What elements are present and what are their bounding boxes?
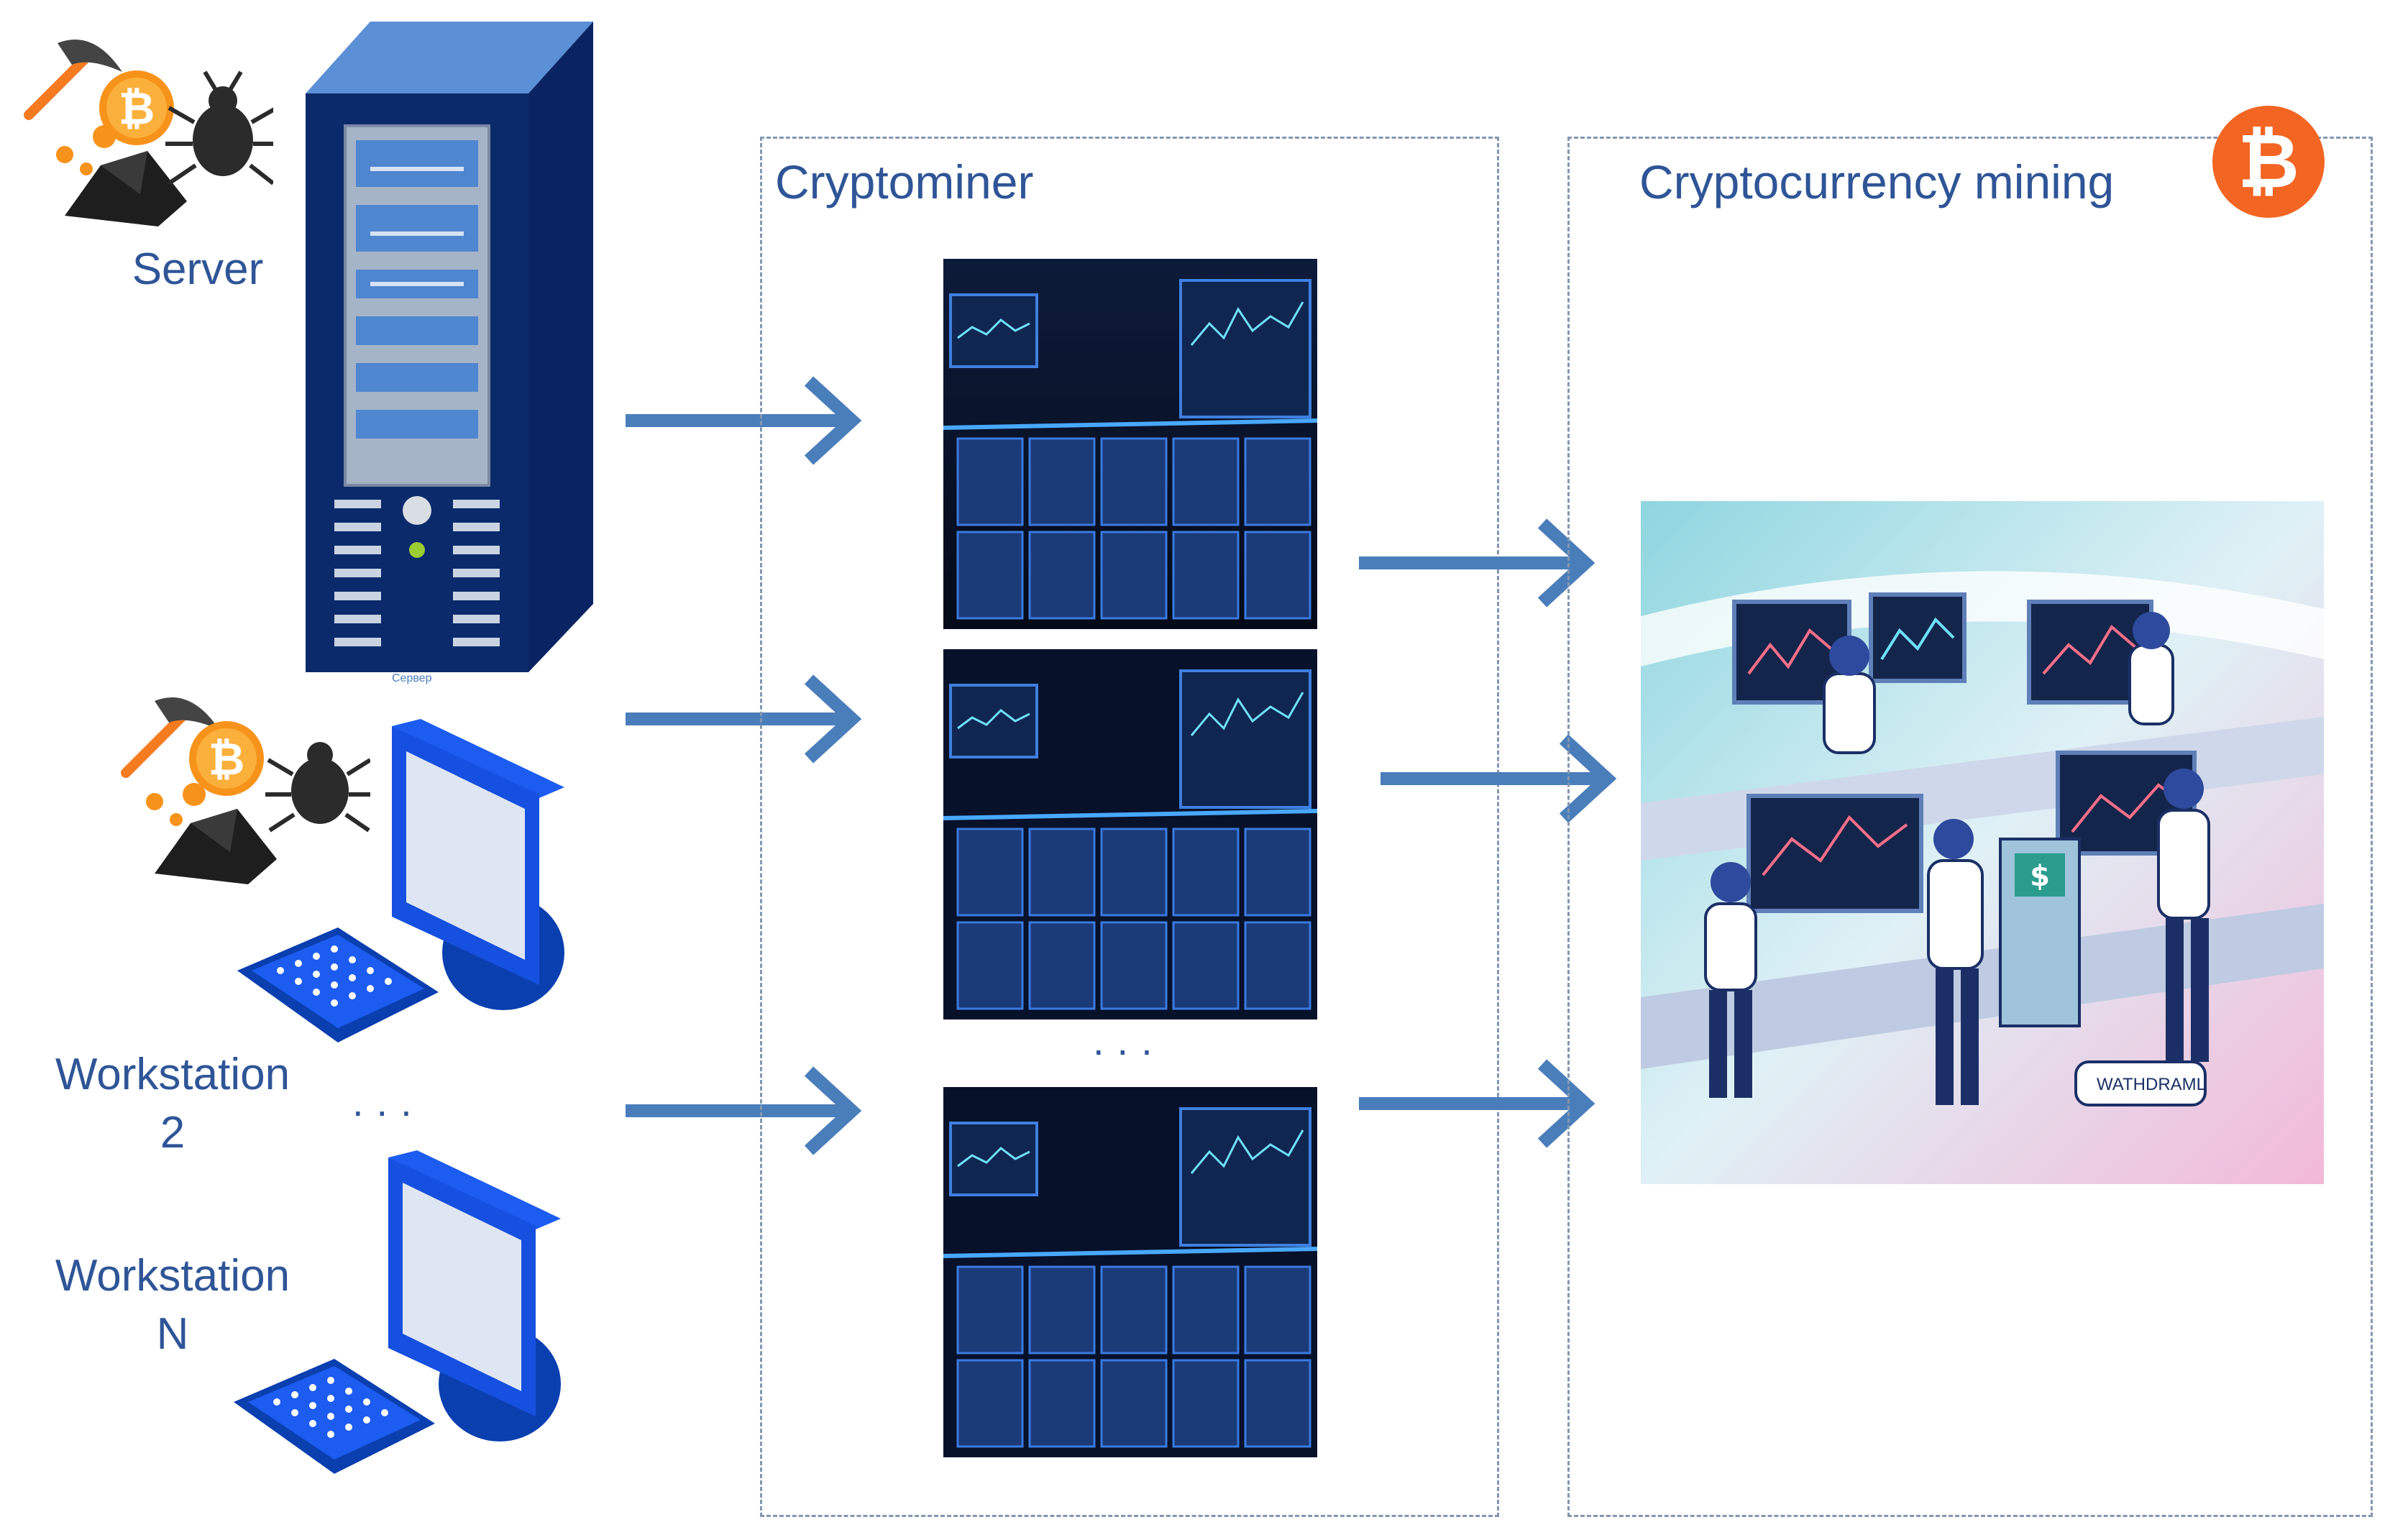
- svg-text:₿: ₿: [119, 82, 155, 134]
- arrow-miner2-to-mining: [1381, 734, 1617, 823]
- workstation2-computer-icon: [237, 719, 611, 1071]
- mining-title: Cryptocurrency mining: [1639, 155, 2115, 208]
- workstation2-label: Workstation 2: [55, 1050, 290, 1158]
- workstation2-miner-icon: ₿: [111, 687, 370, 888]
- cryptominer-panel: [760, 137, 1499, 1517]
- svg-text:₿: ₿: [2238, 117, 2299, 205]
- arrow-workstationN-to-miner: [626, 1066, 862, 1155]
- server-tower-icon: [298, 22, 608, 683]
- server-caption: Сервер: [392, 672, 432, 684]
- trading-floor-image: $: [1641, 501, 2324, 1184]
- arrow-server-to-miner: [626, 376, 862, 465]
- workstationN-computer-icon: [234, 1150, 608, 1503]
- cryptominer-ellipsis: ...: [1093, 1018, 1166, 1063]
- server-label: Server: [132, 244, 264, 294]
- gpu-rig-image-1: [943, 259, 1317, 629]
- gpu-rig-image-2: [943, 649, 1317, 1019]
- server-miner-icon: ₿: [14, 29, 273, 230]
- gpu-rig-image-3: [943, 1087, 1317, 1457]
- arrow-workstation2-to-miner: [626, 674, 862, 764]
- bitcoin-icon: ₿: [2211, 104, 2326, 219]
- workstation-ellipsis: ...: [352, 1079, 425, 1124]
- arrow-miner1-to-mining: [1359, 518, 1595, 608]
- arrow-miner3-to-mining: [1359, 1059, 1595, 1148]
- mining-panel: [1567, 137, 2373, 1517]
- svg-text:$: $: [2030, 860, 2050, 893]
- svg-text:₿: ₿: [209, 733, 245, 785]
- workstationN-label: Workstation N: [55, 1251, 290, 1359]
- withdraw-sign-label: WATHDRAML: [2097, 1075, 2206, 1094]
- cryptominer-title: Cryptominer: [775, 155, 1034, 208]
